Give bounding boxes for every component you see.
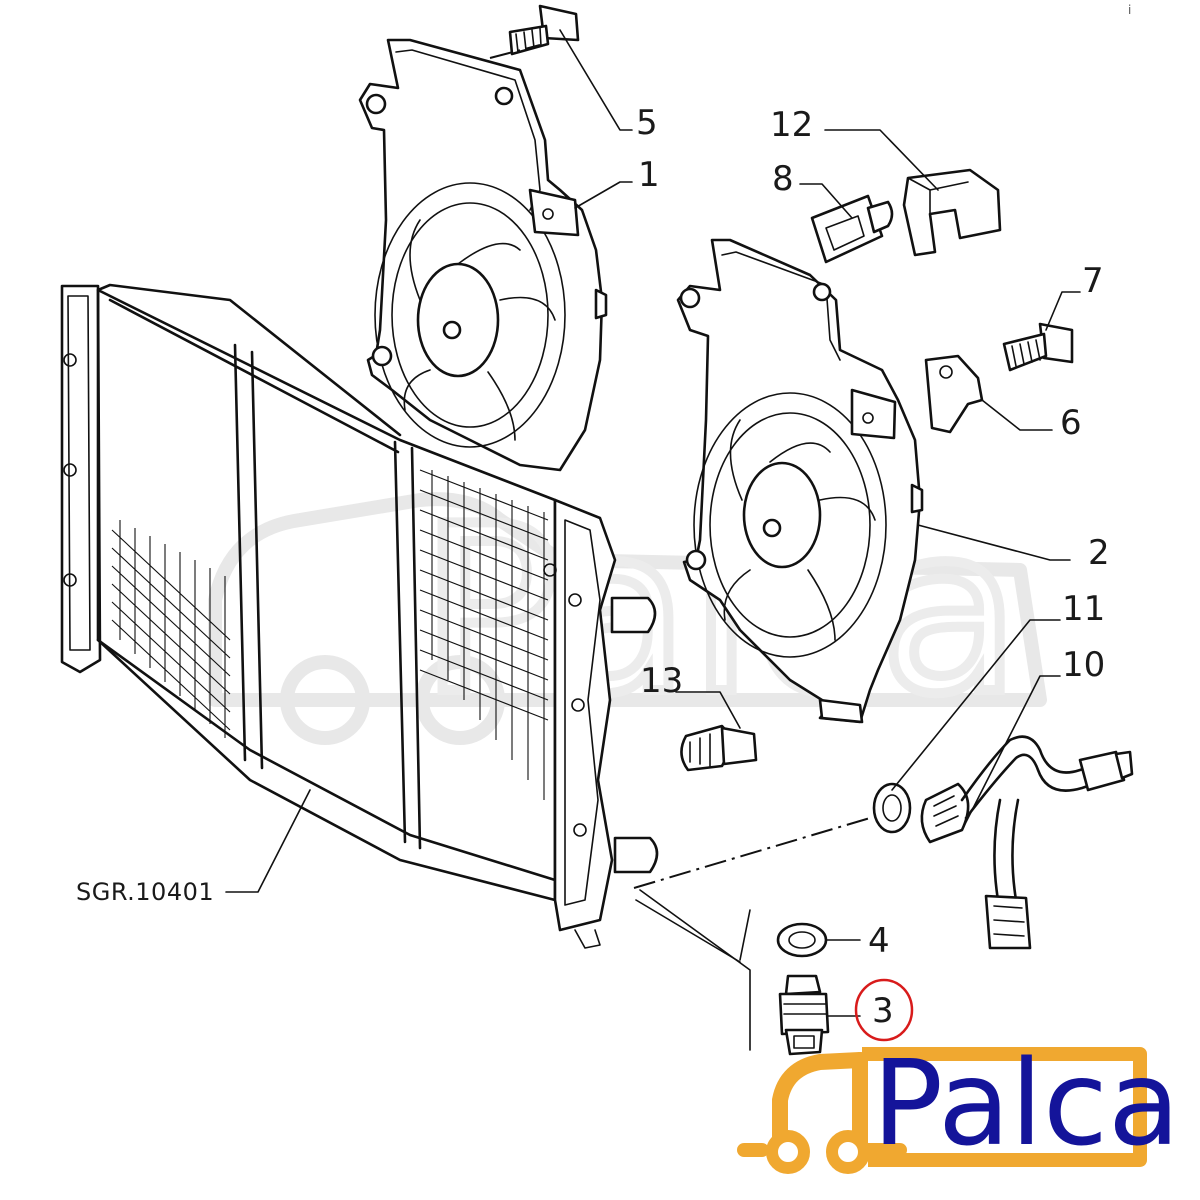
palca-logo: Palca — [737, 1034, 1180, 1174]
assembly-dash-line — [633, 817, 871, 889]
radiator-mesh-left — [111, 520, 231, 738]
radiator-mesh-right — [419, 469, 549, 800]
reference-code: SGR.10401 — [76, 878, 214, 906]
callout-3: 3 — [872, 991, 894, 1031]
callout-11: 11 — [1062, 589, 1105, 629]
callout-6: 6 — [1060, 403, 1082, 443]
callout-1: 1 — [638, 155, 660, 195]
callout-3-highlight-circle — [854, 978, 914, 1042]
clip-part-12 — [902, 168, 1002, 257]
callout-5: 5 — [636, 103, 658, 143]
bolt-part-5 — [508, 4, 580, 56]
seal-part-4 — [776, 922, 828, 958]
connector-part-8 — [810, 194, 894, 264]
fan-shroud-1 — [358, 38, 608, 472]
thermal-switch-part-3 — [778, 974, 830, 1056]
sensor-part-13 — [680, 724, 758, 772]
logo-wheel-front — [766, 1130, 810, 1174]
callout-2: 2 — [1088, 533, 1110, 573]
logo-truck-icon — [772, 1052, 868, 1158]
corner-mark: i — [1128, 3, 1131, 17]
harness-part-10 — [920, 735, 1134, 950]
callout-7: 7 — [1082, 261, 1104, 301]
callout-10: 10 — [1062, 645, 1105, 685]
leader-lines — [225, 29, 1081, 1051]
callout-8: 8 — [772, 159, 794, 199]
callout-4: 4 — [868, 921, 890, 961]
callout-12: 12 — [770, 105, 813, 145]
callout-13: 13 — [640, 661, 683, 701]
fan-shroud-2 — [676, 238, 924, 724]
bracket-part-6 — [924, 354, 984, 434]
washer-part-11 — [872, 782, 912, 834]
logo-text: Palca — [872, 1034, 1180, 1172]
radiator — [60, 283, 659, 949]
logo-wheel-rear — [826, 1130, 870, 1174]
bolt-part-7 — [1002, 322, 1074, 372]
